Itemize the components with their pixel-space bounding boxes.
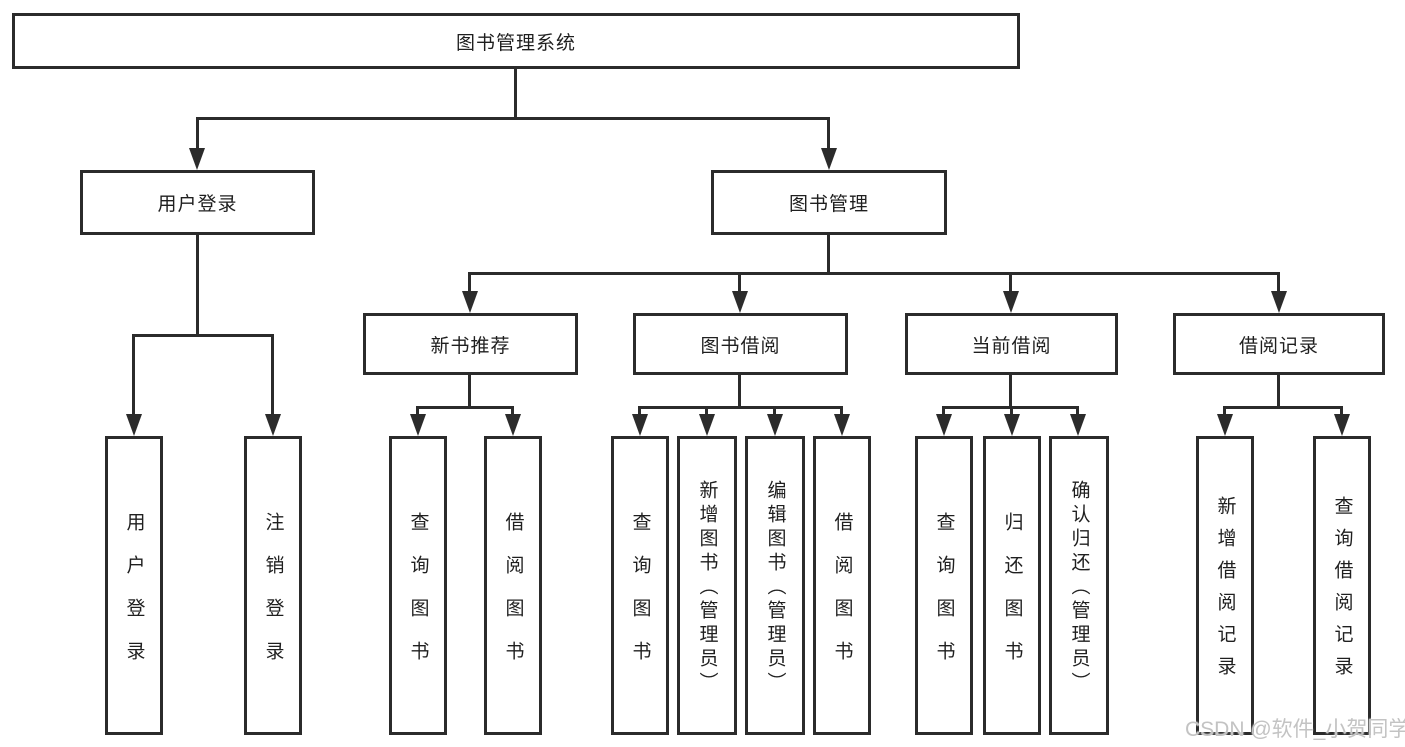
connector-line [1009,375,1012,409]
leaf-current-return-book: 归还图书 [983,436,1041,735]
node-label: 用户登录 [123,511,145,684]
node-label: 图书管理系统 [455,32,576,54]
arrowhead-down-icon [1003,291,1019,313]
connector-line [738,272,741,294]
node-label: 确认归还（管理员） [1068,480,1090,696]
node-label: 图书借阅 [700,335,781,357]
connector-line [942,406,945,418]
connector-line [638,406,641,418]
leaf-current-query-book: 查询图书 [915,436,973,735]
node-label: 当前借阅 [971,335,1052,357]
leaf-logout: 注销登录 [244,436,302,735]
arrowhead-down-icon [632,414,648,436]
connector-line [705,406,708,418]
node-current-borrow: 当前借阅 [905,313,1118,375]
connector-line [1277,375,1280,409]
connector-line [1076,406,1079,418]
connector-line [196,117,830,120]
arrowhead-down-icon [265,414,281,436]
node-label: 查询借阅记录 [1331,496,1353,688]
leaf-records-query-record: 查询借阅记录 [1313,436,1371,735]
connector-line [773,406,776,418]
node-label: 归还图书 [1001,511,1023,684]
connector-line [827,235,830,275]
node-label: 新增图书（管理员） [696,480,718,696]
arrowhead-down-icon [732,291,748,313]
node-book-management-branch: 图书管理 [711,170,947,235]
arrowhead-down-icon [821,148,837,170]
node-label: 用户登录 [157,194,238,215]
node-label: 查询图书 [933,511,955,684]
connector-line [416,406,419,418]
node-book-borrow: 图书借阅 [633,313,848,375]
arrowhead-down-icon [936,414,952,436]
connector-line [196,235,199,337]
connector-line [468,375,471,409]
node-library-system-root: 图书管理系统 [12,13,1020,69]
node-label: 图书管理 [788,194,869,215]
arrowhead-down-icon [462,291,478,313]
connector-line [840,406,843,418]
leaf-recommend-query-book: 查询图书 [389,436,447,735]
leaf-borrow-query-book: 查询图书 [611,436,669,735]
arrowhead-down-icon [126,414,142,436]
node-borrow-records: 借阅记录 [1173,313,1385,375]
csdn-watermark: CSDN @软件_小贺同学 [1185,718,1405,741]
connector-line [511,406,514,418]
connector-line [196,117,199,150]
node-label: 查询图书 [629,511,651,684]
arrowhead-down-icon [410,414,426,436]
node-new-book-recommend: 新书推荐 [363,313,578,375]
node-label: 新书推荐 [430,335,511,357]
leaf-recommend-borrow-book: 借阅图书 [484,436,542,735]
arrowhead-down-icon [505,414,521,436]
node-label: 注销登录 [262,511,284,684]
leaf-borrow-borrow-book: 借阅图书 [813,436,871,735]
leaf-borrow-edit-book-admin: 编辑图书（管理员） [745,436,805,735]
connector-line [468,272,471,294]
arrowhead-down-icon [1334,414,1350,436]
connector-line [1010,406,1013,418]
node-user-login-branch: 用户登录 [80,170,315,235]
node-label: 新增借阅记录 [1214,496,1236,688]
arrowhead-down-icon [1271,291,1287,313]
connector-line [514,69,517,120]
connector-line [132,334,135,418]
node-label: 编辑图书（管理员） [764,480,786,696]
arrowhead-down-icon [834,414,850,436]
connector-line [271,334,274,418]
node-label: 借阅图书 [502,511,524,684]
connector-line [638,406,843,409]
arrowhead-down-icon [189,148,205,170]
arrowhead-down-icon [767,414,783,436]
leaf-user-login: 用户登录 [105,436,163,735]
arrowhead-down-icon [1004,414,1020,436]
connector-line [1223,406,1226,418]
connector-line [132,334,274,337]
arrowhead-down-icon [699,414,715,436]
leaf-current-confirm-return-admin: 确认归还（管理员） [1049,436,1109,735]
connector-line [416,406,514,409]
connector-line [1340,406,1343,418]
connector-line [738,375,741,409]
leaf-borrow-add-book-admin: 新增图书（管理员） [677,436,737,735]
node-label: 借阅图书 [831,511,853,684]
node-label: 借阅记录 [1238,335,1319,357]
leaf-records-add-record: 新增借阅记录 [1196,436,1254,735]
node-label: 查询图书 [407,511,429,684]
arrowhead-down-icon [1217,414,1233,436]
arrowhead-down-icon [1070,414,1086,436]
connector-line [1223,406,1343,409]
connector-line [1009,272,1012,294]
connector-line [468,272,1280,275]
connector-line [1277,272,1280,294]
connector-line [827,117,830,150]
